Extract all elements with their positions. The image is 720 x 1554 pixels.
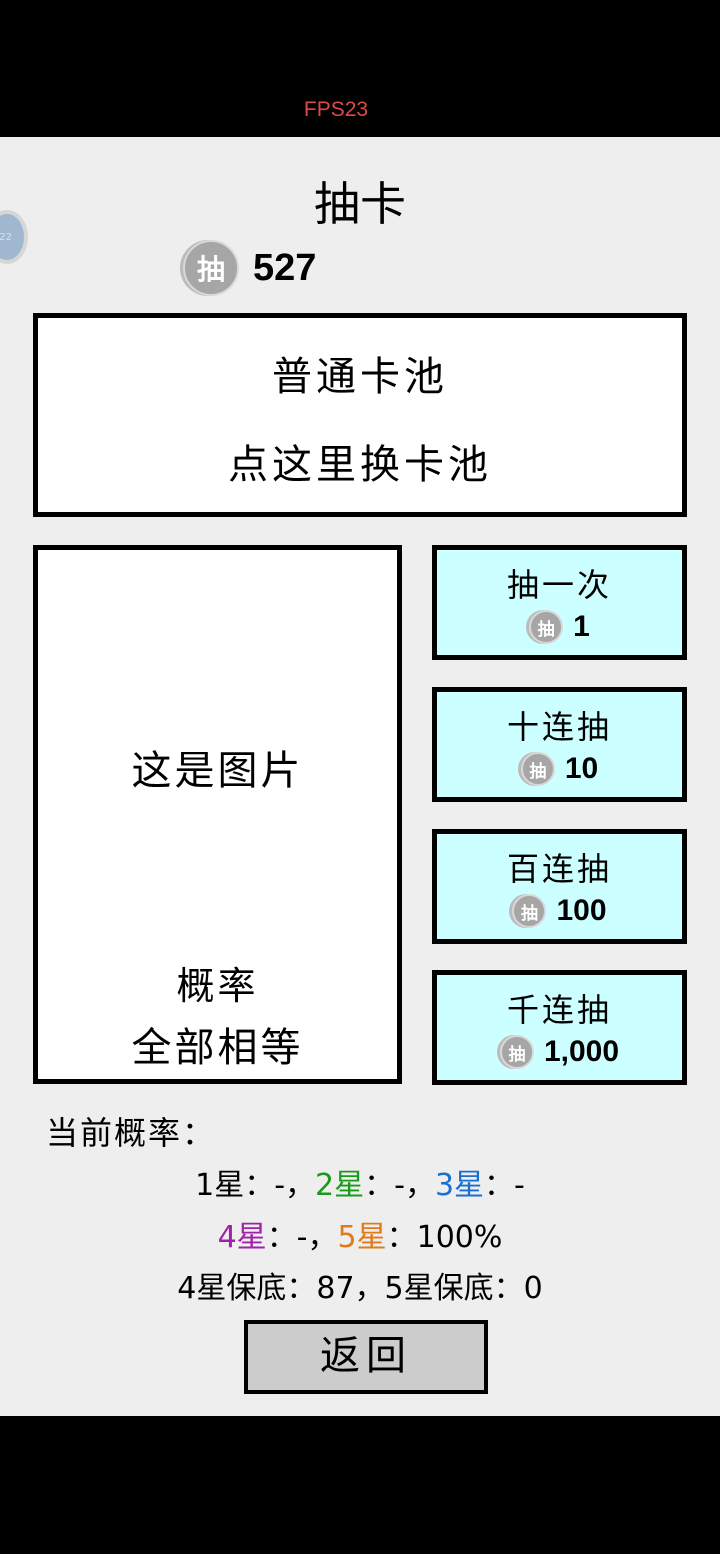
star5-label: 5星 <box>337 1220 387 1255</box>
star2-label: 2星 <box>315 1168 365 1203</box>
star1-value: ：-， <box>244 1168 316 1203</box>
button-label: 百连抽 <box>506 850 612 888</box>
star1-label: 1星 <box>195 1168 245 1203</box>
coin-icon: 抽 <box>529 610 564 644</box>
pity-counter: 4星保底：87，5星保底：0 <box>177 1271 543 1306</box>
rates-line-1: 1星：-，2星：-，3星：- <box>0 1160 720 1204</box>
draw-10-button[interactable]: 十连抽 抽 10 <box>432 687 687 802</box>
star2-value: ：-， <box>364 1168 435 1203</box>
image-placeholder-text: 这是图片 <box>131 748 304 794</box>
button-label: 抽一次 <box>506 566 612 604</box>
balance-value: 527 <box>253 246 317 289</box>
cost-value: 1,000 <box>543 1035 620 1068</box>
star4-label: 4星 <box>217 1220 267 1255</box>
coin-icon: 抽 <box>499 1035 534 1069</box>
probability-label: 概率 <box>176 964 259 1008</box>
draw-100-button[interactable]: 百连抽 抽 100 <box>432 829 687 944</box>
star3-label: 3星 <box>434 1168 485 1203</box>
coin-icon: 抽 <box>512 894 547 928</box>
button-label: 十连抽 <box>506 708 612 746</box>
star4-value: ：-， <box>266 1220 338 1255</box>
cost-value: 1 <box>573 610 590 643</box>
draw-1000-button[interactable]: 千连抽 抽 1,000 <box>432 970 687 1085</box>
cost-value: 100 <box>556 894 607 927</box>
current-rates-title: 当前概率： <box>46 1114 217 1152</box>
rates-line-2: 4星：-，5星：100% <box>0 1212 720 1256</box>
coin-icon: 抽 <box>183 240 239 296</box>
star5-value: ：100% <box>386 1220 503 1255</box>
cost-value: 10 <box>564 752 599 785</box>
coin-icon: 抽 <box>520 752 555 786</box>
back-button[interactable]: 返回 <box>244 1320 488 1394</box>
page-title: 抽卡 <box>314 177 406 231</box>
probability-value: 全部相等 <box>131 1025 304 1071</box>
card-image-panel: 这是图片 概率 全部相等 <box>33 545 402 1084</box>
fps-counter: FPS23 <box>303 98 369 121</box>
button-label: 千连抽 <box>506 991 612 1029</box>
pool-switch-button[interactable]: 普通卡池 点这里换卡池 <box>33 313 687 517</box>
pool-name: 普通卡池 <box>272 354 448 400</box>
star3-value: ：- <box>484 1168 525 1203</box>
pool-switch-hint: 点这里换卡池 <box>228 442 492 488</box>
coin-balance: 抽 527 <box>183 240 316 296</box>
